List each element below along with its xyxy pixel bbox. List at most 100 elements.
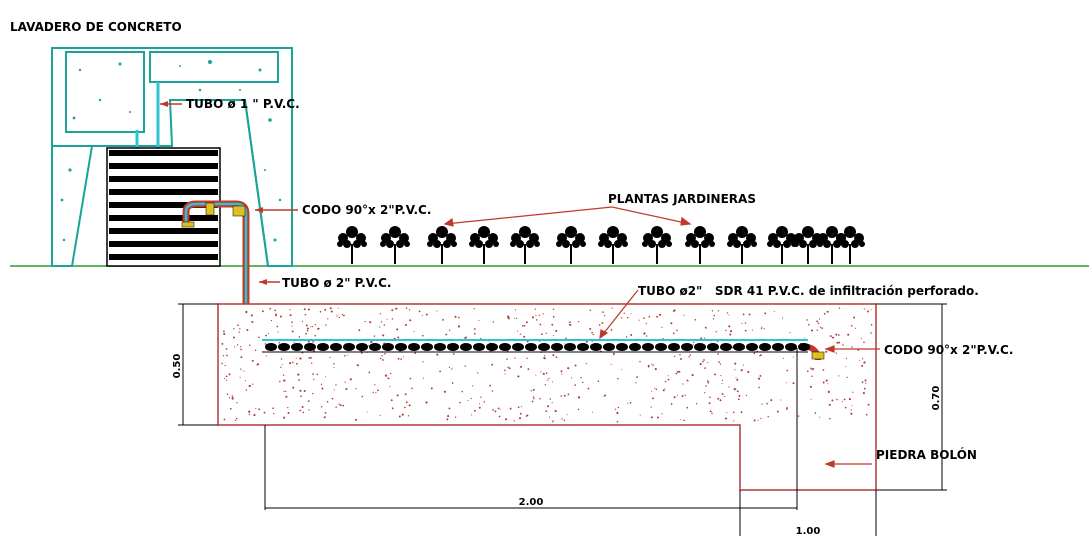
- gravel-speck: [523, 335, 526, 338]
- gravel-speck: [380, 321, 383, 323]
- gravel-speck: [686, 379, 689, 382]
- gravel-speck: [312, 326, 314, 328]
- grate-bar: [109, 228, 218, 234]
- gravel-speck: [679, 353, 681, 356]
- gravel-speck: [300, 395, 302, 398]
- gravel-speck: [829, 335, 832, 338]
- gravel-speck: [867, 403, 870, 406]
- gravel-speck: [726, 312, 729, 314]
- gravel-speck: [224, 364, 226, 367]
- gravel-speck: [409, 377, 412, 380]
- gravel-speck: [369, 321, 372, 324]
- gravel-speck: [683, 314, 685, 316]
- gravel-speck: [292, 361, 294, 364]
- gravel-speck: [275, 313, 278, 316]
- gravel-speck: [817, 322, 820, 325]
- gravel-speck: [819, 416, 821, 418]
- gravel-speck: [702, 360, 704, 363]
- gravel-speck: [627, 402, 629, 405]
- label-tubo-infiltracion: TUBO ø2" SDR 41 P.V.C. de infiltración p…: [638, 284, 979, 298]
- gravel-speck: [574, 384, 577, 386]
- gravel-speck: [445, 333, 448, 336]
- gravel-speck: [532, 388, 535, 391]
- gravel-speck: [645, 335, 648, 337]
- gravel-speck: [517, 406, 520, 409]
- gravel-speck: [655, 388, 658, 391]
- gravel-speck: [335, 384, 337, 386]
- gravel-speck: [625, 336, 628, 338]
- gravel-speck: [612, 352, 615, 355]
- gravel-speck: [446, 418, 449, 421]
- gravel-speck: [289, 314, 292, 317]
- gravel-speck: [695, 403, 698, 405]
- gravel-speck: [425, 401, 428, 404]
- plant-shrub: [337, 226, 367, 264]
- label-piedra-bolon: PIEDRA BOLÓN: [876, 447, 977, 462]
- gravel-speck: [678, 370, 681, 373]
- gravel-speck: [718, 361, 720, 363]
- gravel-speck: [295, 357, 297, 359]
- label-tubo-2in: TUBO ø 2" P.V.C.: [282, 276, 391, 290]
- gravel-speck: [480, 396, 482, 398]
- gravel-speck: [355, 418, 358, 421]
- pipe-perforation: [785, 343, 797, 351]
- gravel-speck: [703, 359, 705, 361]
- pipe-perforation: [265, 343, 277, 351]
- gravel-speck: [759, 374, 762, 377]
- gravel-speck: [237, 324, 239, 327]
- gravel-speck: [670, 322, 673, 325]
- gravel-speck: [421, 334, 424, 337]
- pipe-perforation: [759, 343, 771, 351]
- gravel-speck: [228, 397, 231, 399]
- gravel-speck: [319, 311, 322, 313]
- gravel-speck: [645, 322, 647, 325]
- gravel-speck: [565, 337, 567, 340]
- gravel-speck: [861, 381, 864, 384]
- gravel-speck: [796, 361, 798, 363]
- gravel-speck: [467, 399, 469, 401]
- pipe-perforation: [382, 343, 394, 351]
- gravel-speck: [570, 377, 573, 379]
- gravel-speck: [759, 355, 761, 357]
- gravel-speck: [231, 397, 234, 400]
- gravel-speck: [527, 368, 530, 371]
- gravel-speck: [816, 329, 818, 331]
- gravel-speck: [865, 413, 868, 416]
- gravel-speck: [545, 332, 547, 334]
- gravel-speck: [499, 408, 501, 410]
- gravel-speck: [253, 414, 256, 417]
- gravel-speck: [361, 395, 364, 398]
- gravel-speck: [734, 362, 737, 365]
- gravel-speck: [235, 417, 238, 420]
- gravel-speck: [539, 397, 541, 400]
- gravel-speck: [692, 341, 695, 344]
- gravel-speck: [452, 353, 455, 355]
- plant-shrub: [510, 226, 540, 264]
- gravel-speck: [680, 358, 682, 360]
- gravel-speck: [282, 374, 285, 376]
- gravel-speck: [422, 361, 424, 363]
- gravel-speck: [506, 358, 508, 360]
- gravel-speck: [672, 332, 675, 335]
- gravel-speck: [531, 316, 535, 319]
- gravel-speck: [285, 395, 288, 398]
- gravel-speck: [860, 337, 862, 339]
- gravel-speck: [560, 370, 563, 373]
- gravel-speck: [861, 364, 864, 367]
- gravel-speck: [270, 319, 273, 322]
- pipe-perforation: [538, 343, 550, 351]
- gravel-speck: [810, 398, 812, 400]
- gravel-speck: [712, 318, 715, 320]
- gravel-speck: [602, 311, 604, 313]
- gravel-speck: [811, 368, 814, 371]
- gravel-speck: [291, 330, 294, 333]
- gravel-speck: [721, 379, 724, 382]
- gravel-speck: [617, 377, 619, 380]
- gravel-speck: [266, 355, 268, 357]
- gravel-speck: [402, 356, 404, 358]
- gravel-speck: [372, 391, 374, 394]
- gravel-speck: [814, 412, 817, 414]
- gravel-speck: [555, 329, 558, 332]
- gravel-speck: [390, 399, 393, 402]
- gravel-speck: [277, 331, 279, 333]
